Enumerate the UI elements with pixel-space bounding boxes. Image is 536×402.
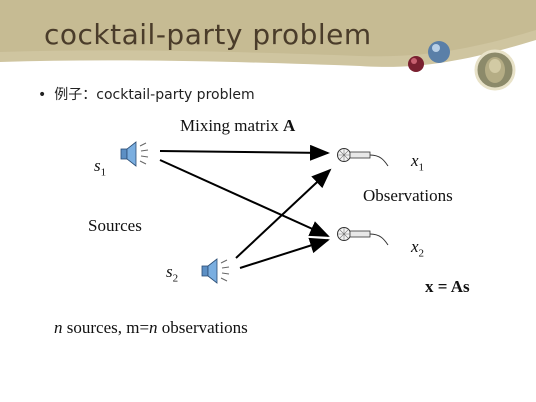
header-banner: cocktail-party problem: [0, 0, 536, 112]
mixing-matrix-label: Mixing matrix A: [180, 116, 296, 135]
speaker-2-icon: [201, 258, 230, 284]
bullet-text: 例子：cocktail-party problem: [54, 87, 255, 103]
source-1-label: s1: [94, 156, 107, 179]
equation-label: x = As: [425, 277, 470, 296]
observations-label: Observations: [363, 186, 453, 205]
page-title: cocktail-party problem: [44, 18, 372, 51]
decorative-portrait-icon: [474, 49, 516, 91]
header-background: [0, 0, 536, 91]
decorative-ball-red-icon: [408, 56, 424, 72]
arrow-s1-to-x2: [159, 159, 330, 237]
arrow-s2-to-x1: [235, 168, 332, 259]
mixing-matrix-symbol: A: [282, 116, 296, 135]
bullet-dot: •: [38, 87, 47, 103]
microphone-2-icon: [337, 227, 389, 246]
observation-2-label: x2: [411, 237, 425, 260]
bullet-item: • 例子：cocktail-party problem: [38, 84, 255, 104]
footer-note: n sources, m=n observations: [54, 318, 248, 337]
arrow-s1-to-x1: [159, 144, 330, 161]
source-2-label: s2: [166, 262, 179, 285]
microphone-1-icon: [337, 148, 389, 167]
decorative-ball-blue-icon: [428, 41, 450, 63]
sources-label: Sources: [88, 216, 142, 235]
observation-1-label: x1: [411, 151, 425, 174]
arrow-s2-to-x2: [239, 237, 330, 269]
speaker-1-icon: [120, 141, 149, 167]
